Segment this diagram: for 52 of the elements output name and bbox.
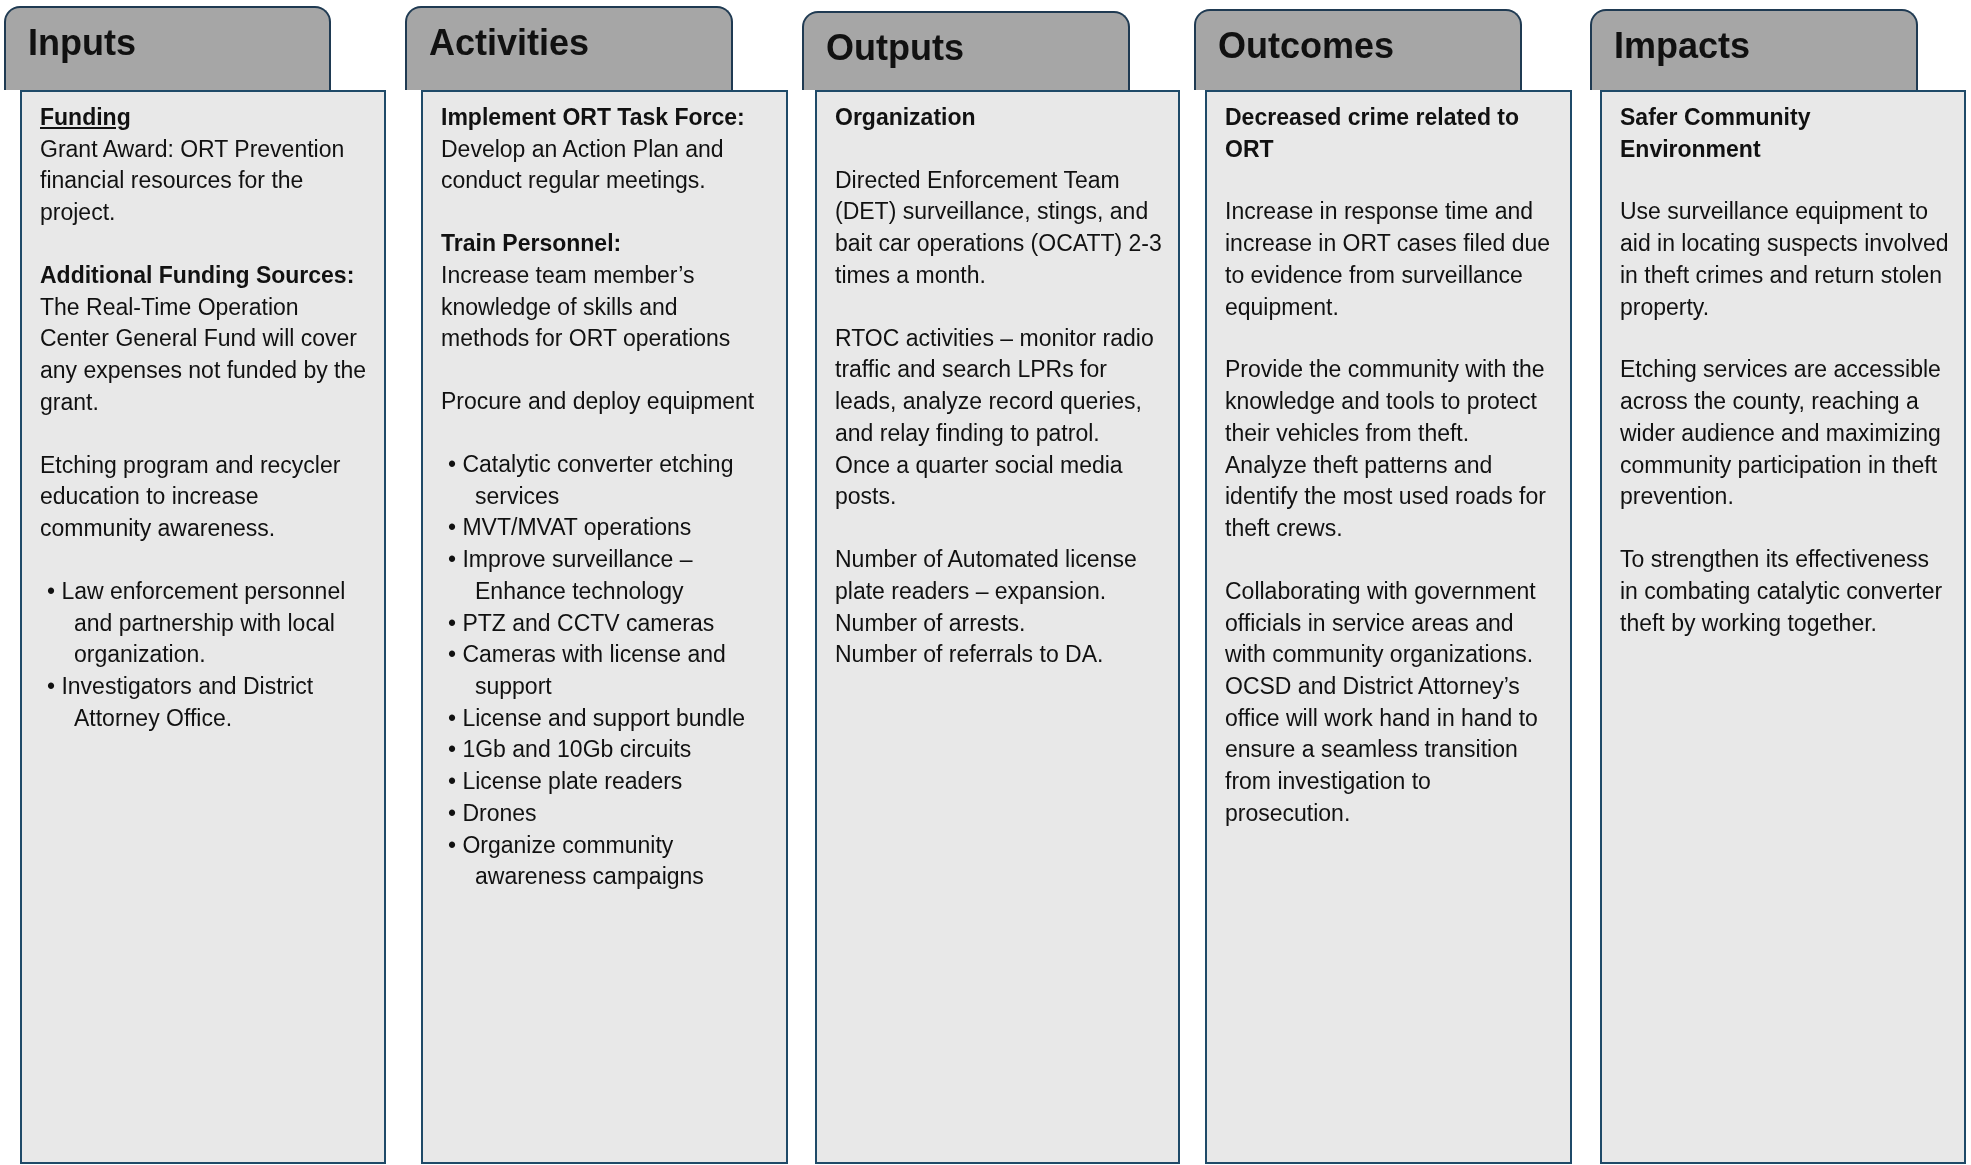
paragraph: Provide the community with the knowledge and tools to protect their vehicles from theft. xyxy=(1225,355,1546,448)
section-heading: Organization xyxy=(835,103,977,132)
bullet-item: • License plate readers xyxy=(448,767,684,797)
column-heading: Inputs xyxy=(28,22,136,64)
column-heading: Impacts xyxy=(1614,25,1751,67)
content-panel xyxy=(421,90,788,1164)
bullet-item: • Improve surveillance – Enhance technology xyxy=(448,545,694,606)
header-tab xyxy=(1590,9,1918,90)
paragraph: Grant Award: ORT Prevention financial resources for the project. xyxy=(40,134,346,228)
bullet-item: • PTZ and CCTV cameras xyxy=(448,608,716,638)
content-panel xyxy=(1600,90,1966,1164)
paragraph: Use surveillance equipment to aid in locating suspects involved in theft crimes and return stolen property. xyxy=(1620,197,1950,322)
paragraph: Implement ORT Task Force: Develop an Action Plan and conduct regular meetings. xyxy=(441,103,746,196)
section-heading: Safer Community Environment xyxy=(1620,103,1812,164)
content-panel xyxy=(815,90,1180,1164)
section-heading: Train Personnel: xyxy=(441,229,623,259)
paragraph: OCSD and District Attorney’s office will work hand in hand to ensure a seamless transition from investigation to prosecution. xyxy=(1225,672,1539,828)
bullet-item: • Drones xyxy=(448,798,538,828)
paragraph: Directed Enforcement Team (DET) surveillance, stings, and bait car operations (OCATT) 2-3 times a month. xyxy=(835,165,1163,290)
section-heading: Funding xyxy=(40,103,132,132)
paragraph: To strengthen its effectiveness in combating catalytic converter theft by working together. xyxy=(1620,545,1944,638)
bullet-item: • Organize community awareness campaigns xyxy=(448,830,705,892)
paragraph: Analyze theft patterns and identify the most used roads for theft crews. xyxy=(1225,450,1547,544)
content-panel xyxy=(20,90,386,1164)
column-heading: Activities xyxy=(429,22,590,64)
paragraph: Once a quarter social media posts. xyxy=(835,450,1124,512)
bullet-item: • License and support bundle xyxy=(448,703,747,733)
bullet-item: • Cameras with license and support xyxy=(448,640,727,701)
paragraph: Increase in response time and increase in ORT cases filed due to evidence from surveillance equipment. xyxy=(1225,197,1552,322)
paragraph: Increase team member’s knowledge of skills and methods for ORT operations xyxy=(441,260,732,354)
paragraph: Number of Automated license plate readers – expansion. xyxy=(835,545,1138,606)
bullet-item: • Catalytic converter etching services xyxy=(448,449,735,511)
content-panel xyxy=(1205,90,1572,1164)
bullet-item: • MVT/MVAT operations xyxy=(448,513,693,543)
paragraph: Collaborating with government officials in service areas and with community organizations. xyxy=(1225,576,1537,670)
paragraph: Etching program and recycler education to increase community awareness. xyxy=(40,450,342,544)
header-tab xyxy=(802,11,1130,90)
paragraph: RTOC activities – monitor radio traffic and search LPRs for leads, analyze record queries, and relay finding to patrol. xyxy=(835,323,1155,448)
paragraph: Additional Funding Sources: The Real-Time Operation Center General Fund will cover any expenses not funded by the grant. xyxy=(40,260,368,417)
bullet-item: • Law enforcement personnel and partnership with local organization. xyxy=(47,576,347,670)
paragraph: Number of arrests. xyxy=(835,608,1027,638)
column-heading: Outputs xyxy=(826,27,964,69)
column-heading: Outcomes xyxy=(1218,25,1395,67)
paragraph: Etching services are accessible across the county, reaching a wider audience and maximizing community participation in theft prevention. xyxy=(1620,355,1942,512)
paragraph: Number of referrals to DA. xyxy=(835,640,1105,670)
paragraph: Procure and deploy equipment xyxy=(441,387,756,417)
header-tab xyxy=(405,6,733,90)
bullet-item: • Investigators and District Attorney Office. xyxy=(47,672,315,733)
header-tab xyxy=(1194,9,1522,90)
bullet-item: • 1Gb and 10Gb circuits xyxy=(448,735,693,765)
section-heading: Decreased crime related to ORT xyxy=(1225,103,1521,164)
header-tab xyxy=(4,6,331,90)
